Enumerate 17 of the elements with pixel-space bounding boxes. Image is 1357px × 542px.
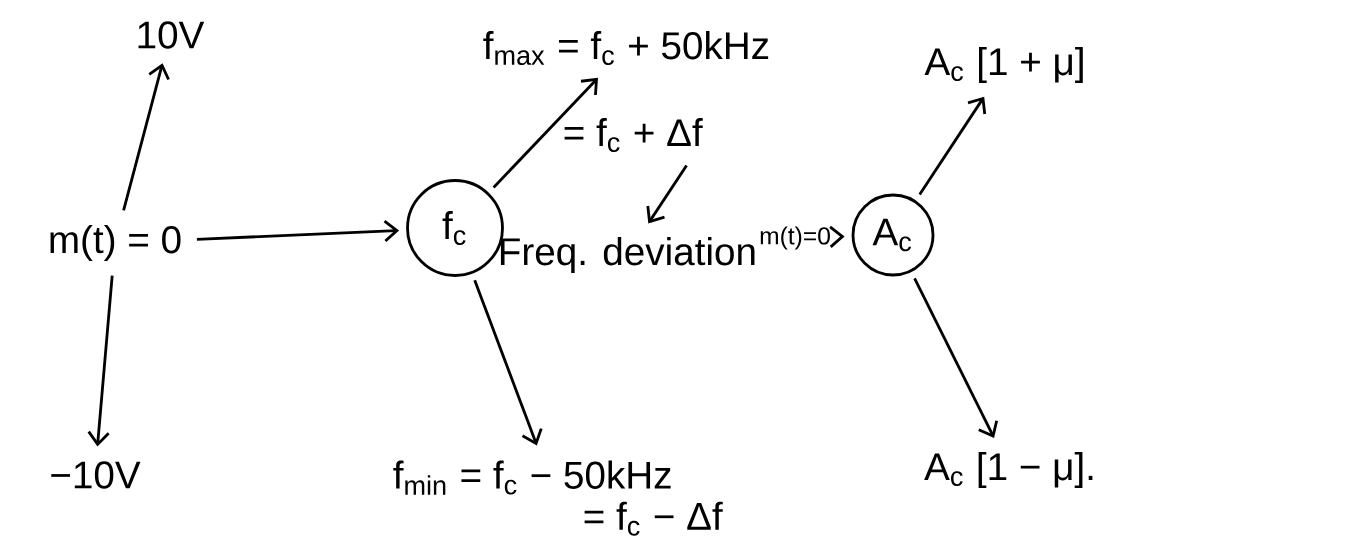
amplitude-label: A$_{c}$ [1 + μ] (924, 47, 1083, 83)
equation-text: f$_{min}$ = f$_{c}$ − 50kHz = f$_{c}$ − Δf (393, 460, 723, 536)
equation-text: m(t)=0 (760, 226, 830, 250)
arrow (492, 77, 598, 189)
arrow (913, 277, 999, 438)
arrow (918, 96, 987, 196)
arrow (196, 220, 400, 243)
arrow (473, 279, 543, 446)
arrow (122, 63, 170, 211)
equation-text: f$_{max}$ = f$_{c}$ + 50kHz (483, 31, 769, 66)
equation-text: m(t) = 0 (50, 225, 181, 261)
voltage-label: −10V (51, 461, 141, 489)
equation-text: = f$_{c}$ + Δf (564, 118, 703, 152)
arrow (87, 275, 114, 447)
amplitude-label: A$_{c}$ [1 − μ]. (924, 452, 1093, 488)
voltage-label: 10V (138, 21, 205, 49)
arrow (646, 164, 688, 224)
